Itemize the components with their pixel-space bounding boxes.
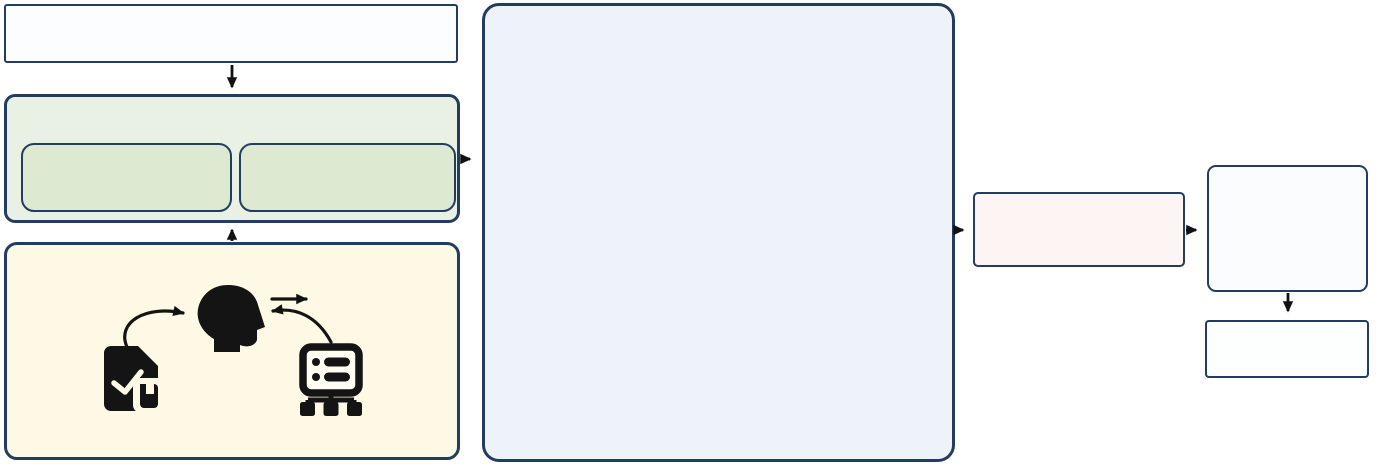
query-line-1	[6, 22, 456, 45]
evaluator-box	[1207, 165, 1368, 292]
graph-guided-retrieval-box	[4, 94, 460, 223]
graph-database-indexing-box	[4, 242, 460, 460]
query-box	[4, 4, 458, 63]
cost-allocation-box	[239, 143, 456, 212]
retrieval-forms-panel	[482, 3, 955, 462]
prize-assignment-box	[21, 143, 232, 212]
hallucination-box	[1205, 320, 1369, 378]
graph-guided-generation-box	[973, 192, 1185, 267]
